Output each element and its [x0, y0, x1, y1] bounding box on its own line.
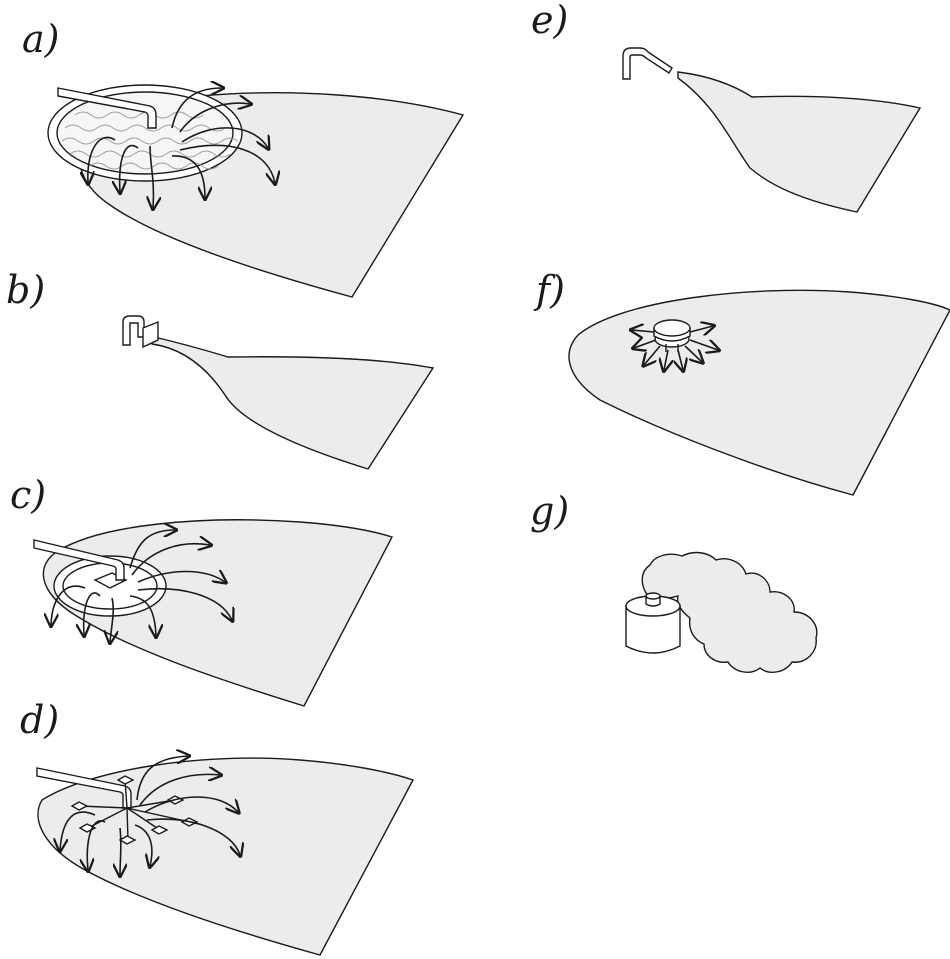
panel-b: b)	[6, 268, 433, 469]
panel-e-label: e)	[531, 0, 568, 42]
panel-b-plume	[150, 336, 433, 469]
panel-e-plume	[678, 72, 920, 212]
panel-f-label: f)	[533, 268, 565, 312]
panel-d-label: d)	[20, 698, 59, 742]
panel-g-label: g)	[530, 489, 569, 533]
panel-e-pipe	[623, 48, 672, 79]
panel-a-pool	[57, 92, 233, 174]
panel-c: c)	[10, 473, 392, 706]
panel-f-cap-top	[654, 320, 690, 336]
panel-a-label: a)	[22, 17, 59, 61]
panel-c-label: c)	[10, 473, 46, 517]
panel-e: e)	[531, 0, 920, 212]
panel-b-label: b)	[6, 268, 45, 312]
panel-g-nozzle-top	[646, 593, 660, 599]
panel-f-plume	[569, 290, 950, 495]
panel-a: a)	[22, 17, 463, 297]
panel-b-pipe	[123, 316, 144, 345]
panel-g: g)	[530, 489, 817, 672]
panel-f: f)	[533, 268, 950, 495]
panel-d: d)	[20, 698, 413, 955]
